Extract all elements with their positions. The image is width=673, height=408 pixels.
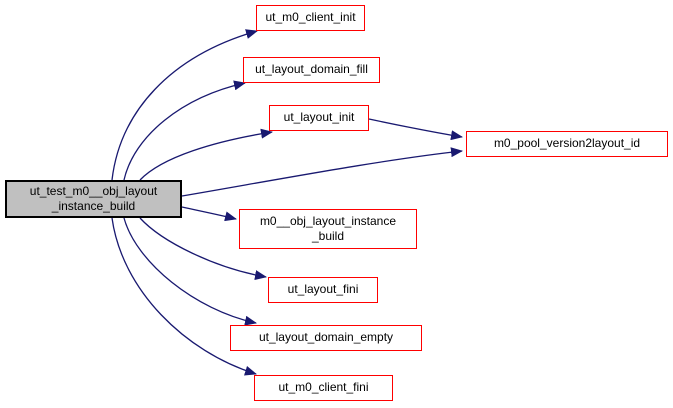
edge-ut_layout_init-to-m0_pool_version2layout_id bbox=[368, 118, 463, 141]
node-label-line: ut_m0_client_fini bbox=[278, 380, 369, 395]
node-label-line: ut_layout_fini bbox=[287, 282, 359, 297]
node-m0_pool_version2layout_id[interactable]: m0_pool_version2layout_id bbox=[466, 131, 668, 157]
node-ut_layout_domain_empty[interactable]: ut_layout_domain_empty bbox=[230, 325, 422, 351]
node-label-line: _instance_build bbox=[51, 199, 136, 213]
edge-ut_test_m0__obj_layout_instance_build-to-ut_m0_client_fini bbox=[111, 217, 257, 376]
node-label-line: ut_layout_domain_fill bbox=[255, 62, 368, 77]
edge-ut_test_m0__obj_layout_instance_build-to-ut_layout_init bbox=[139, 128, 273, 181]
node-label-line: m0_pool_version2layout_id bbox=[493, 136, 641, 151]
node-label-line: ut_test_m0__obj_layout bbox=[29, 183, 158, 198]
node-ut_m0_client_fini[interactable]: ut_m0_client_fini bbox=[254, 375, 393, 401]
node-label-line: ut_layout_init bbox=[283, 110, 355, 125]
node-m0__obj_layout_instance_build[interactable]: m0__obj_layout_instance_build bbox=[239, 209, 417, 249]
node-label-line: ut_layout_domain_empty bbox=[258, 330, 394, 345]
node-ut_m0_client_init[interactable]: ut_m0_client_init bbox=[256, 5, 365, 31]
edge-group bbox=[111, 29, 463, 376]
edge-ut_test_m0__obj_layout_instance_build-to-ut_m0_client_init bbox=[111, 29, 258, 181]
edge-ut_test_m0__obj_layout_instance_build-to-ut_layout_fini bbox=[139, 217, 267, 281]
node-label-line: _build bbox=[311, 229, 345, 243]
edge-ut_test_m0__obj_layout_instance_build-to-m0__obj_layout_instance_build bbox=[181, 206, 237, 222]
node-label-line: m0__obj_layout_instance bbox=[259, 213, 397, 228]
node-label-line: ut_m0_client_init bbox=[265, 10, 356, 25]
node-ut_layout_fini[interactable]: ut_layout_fini bbox=[268, 277, 378, 303]
edge-ut_test_m0__obj_layout_instance_build-to-m0_pool_version2layout_id bbox=[181, 147, 463, 197]
edge-ut_test_m0__obj_layout_instance_build-to-ut_layout_domain_empty bbox=[123, 217, 257, 326]
edge-ut_test_m0__obj_layout_instance_build-to-ut_layout_domain_fill bbox=[123, 80, 246, 181]
node-ut_layout_domain_fill[interactable]: ut_layout_domain_fill bbox=[243, 57, 380, 83]
node-ut_layout_init[interactable]: ut_layout_init bbox=[269, 105, 369, 131]
node-ut_test_m0__obj_layout_instance_build: ut_test_m0__obj_layout_instance_build bbox=[5, 180, 182, 218]
